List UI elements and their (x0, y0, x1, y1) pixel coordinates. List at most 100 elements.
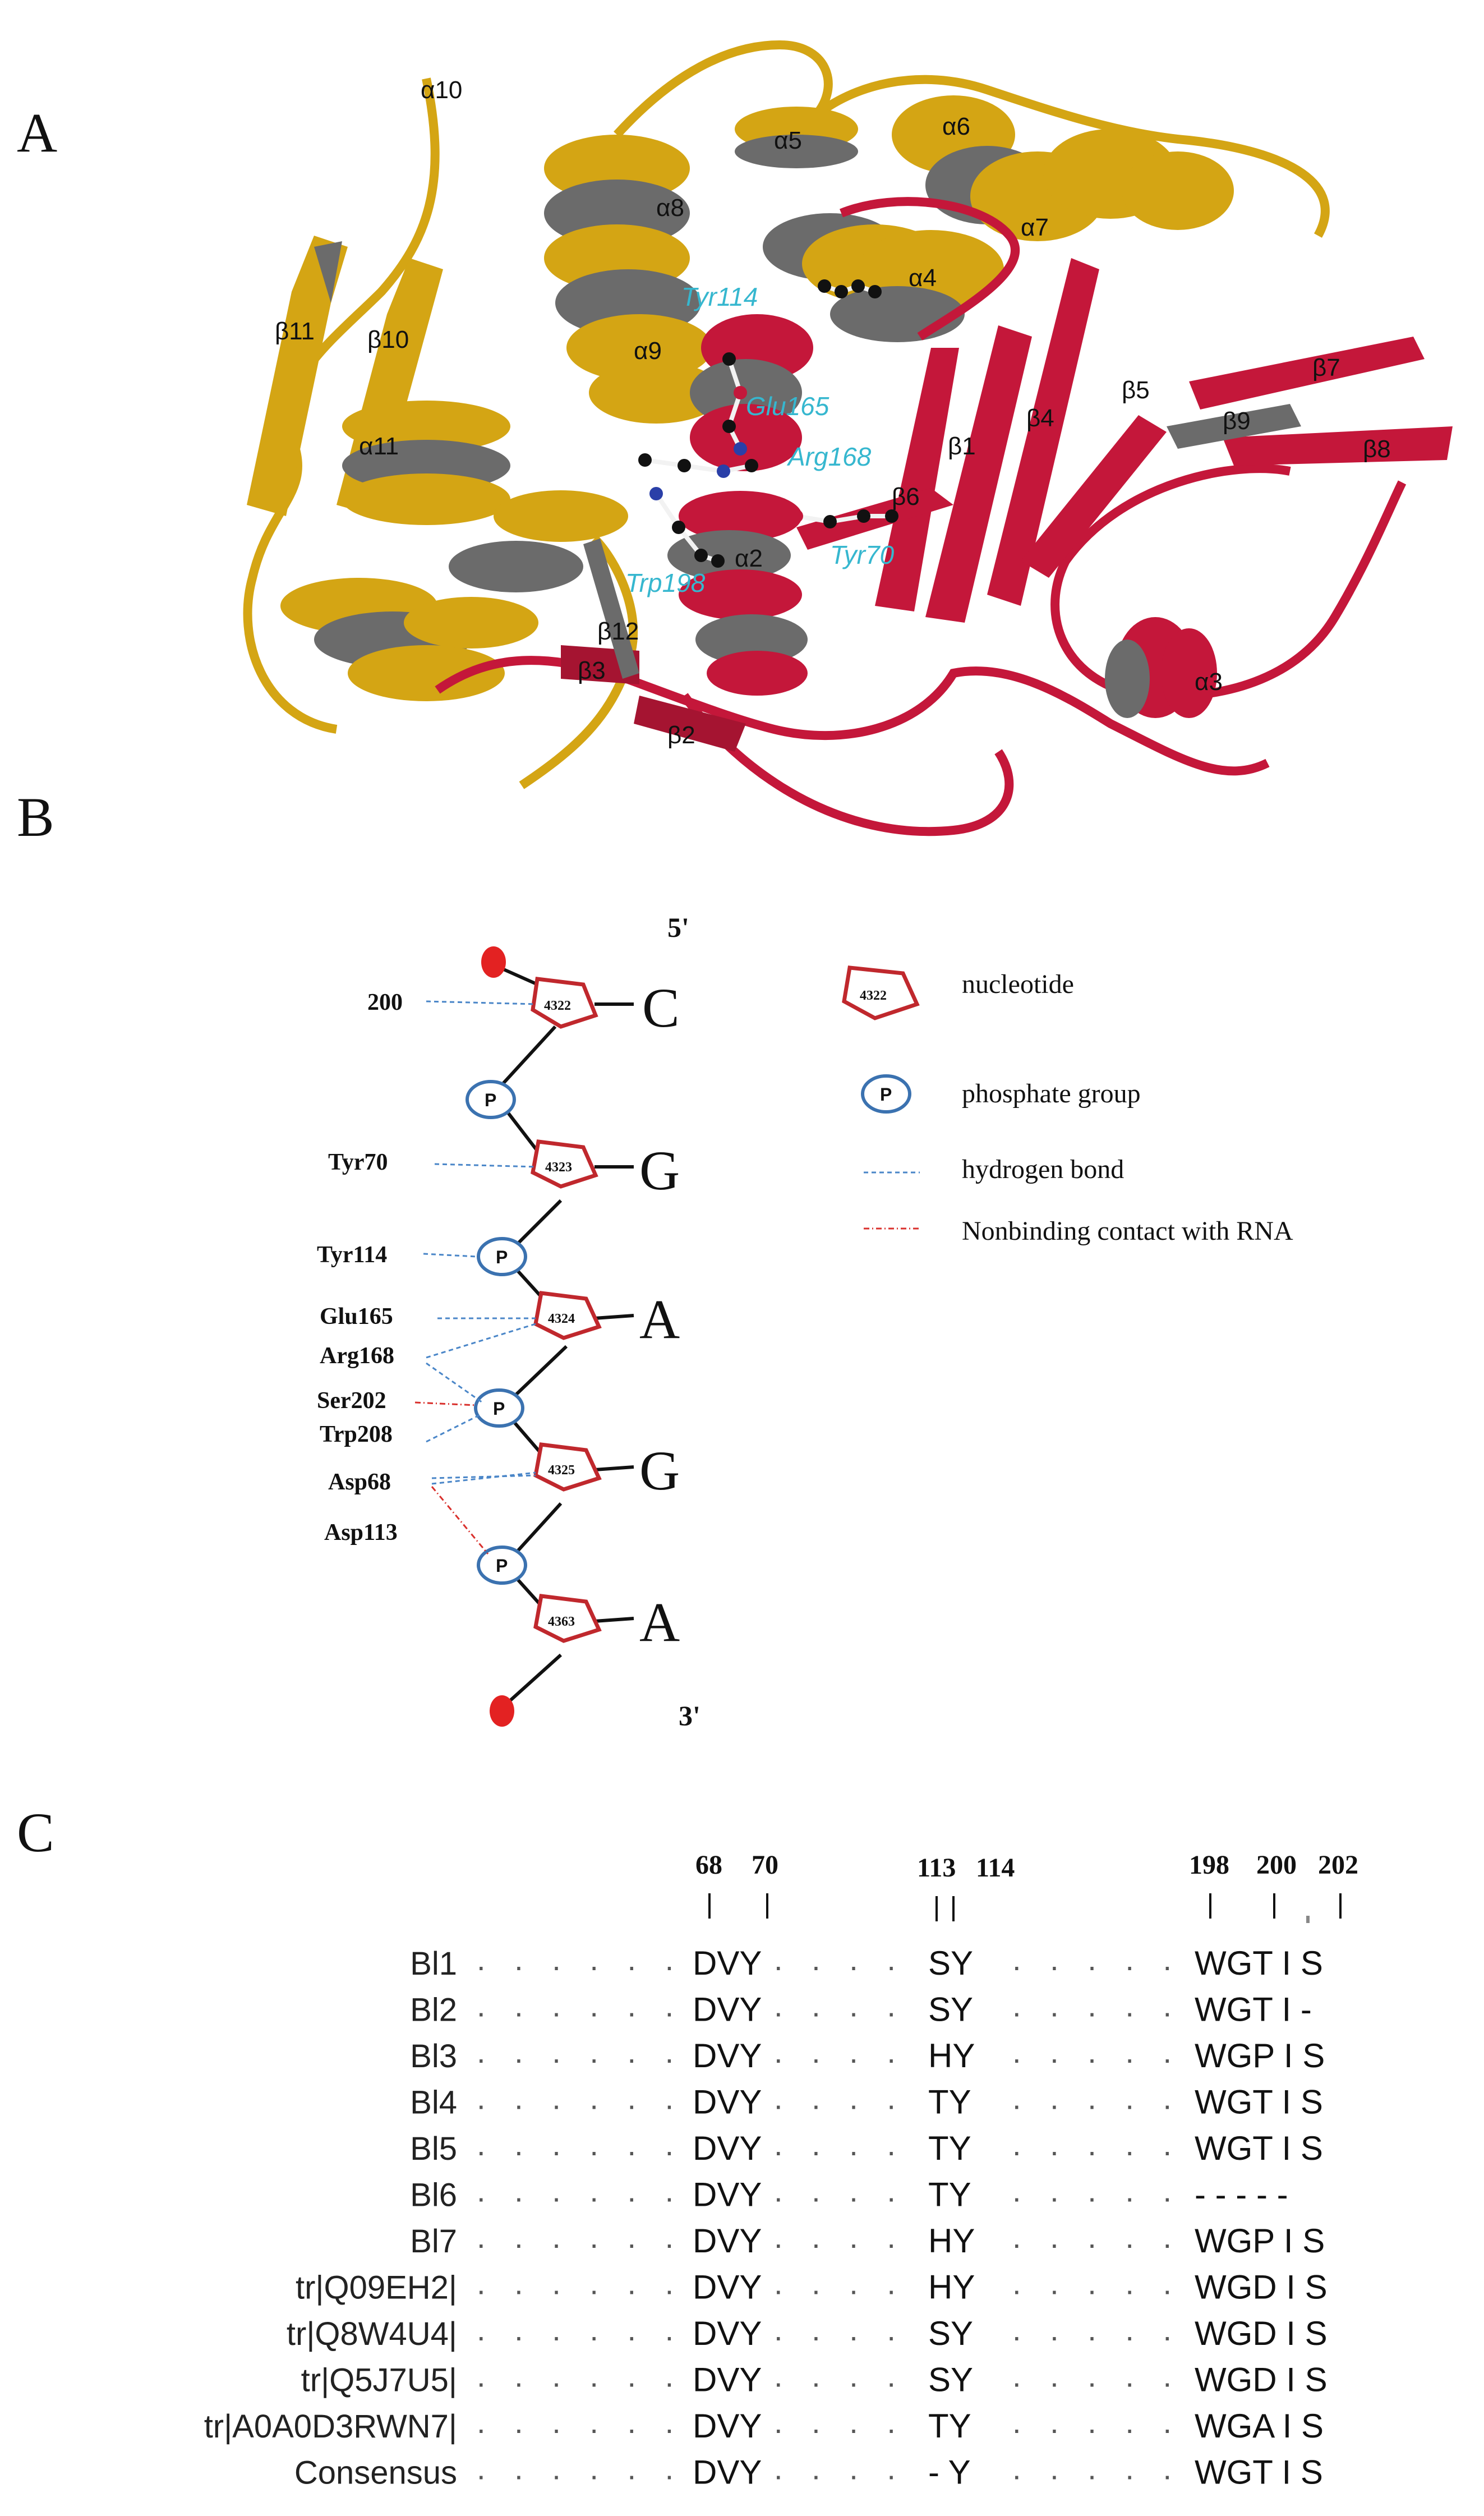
helix-lower-left (280, 490, 628, 701)
helix-alpha5 (735, 107, 858, 168)
three-prime-end-marker (490, 1695, 514, 1727)
gap-dots: . . . . (774, 2451, 906, 2486)
residue-label-arg168: Arg168 (786, 442, 872, 471)
gap-dots: . . . . . . (477, 1988, 684, 2023)
sequence-name: Bl6 (410, 2177, 457, 2214)
residues-113-114: SY (928, 2361, 973, 2399)
legend-nucleotide-text: nucleotide (962, 969, 1074, 999)
legend-phosphate-text: phosphate group (962, 1079, 1141, 1108)
residue-tyr70: Tyr70 (328, 1149, 388, 1175)
gap-dots: . . . . . (1012, 2358, 1182, 2394)
nucleotide-4363: 4363 (533, 1594, 602, 1643)
residues-68-70: DVY (693, 1944, 762, 1982)
strand-beta9 (1167, 404, 1301, 449)
gap-dots: . . . . . (1012, 1988, 1182, 2023)
residue-label-glu165: Glu165 (746, 392, 829, 421)
residues-198-202: WGT I S (1195, 2083, 1323, 2121)
legend: 4322 nucleotide P phosphate group hydrog… (842, 965, 1293, 1246)
gap-dots: . . . . (774, 2034, 906, 2069)
residues-198-202: WGT I S (1195, 2454, 1323, 2491)
svg-text:P: P (496, 1556, 508, 1576)
phosphate-4: P (477, 1546, 527, 1585)
sequence-name: tr|Q8W4U4| (287, 2316, 457, 2352)
label-beta12: β12 (597, 618, 639, 645)
gap-dots: . . . . . . (477, 2173, 684, 2209)
svg-text:4323: 4323 (545, 1160, 572, 1175)
residues-198-202: WGT I S (1195, 1944, 1323, 1982)
helix-alpha6-alpha7 (892, 95, 1234, 241)
gap-dots: . . . . (774, 2173, 906, 2209)
residues-113-114: SY (928, 1991, 973, 2029)
sequence-name: tr|Q09EH2| (296, 2270, 457, 2306)
gap-dots: . . . . . (1012, 2312, 1182, 2347)
position-68: 68 (695, 1850, 722, 1880)
residues-113-114: SY (928, 2315, 973, 2352)
residues-198-202: WGT I S (1195, 2129, 1323, 2167)
residues-198-202: WGP I S (1195, 2222, 1325, 2260)
sequence-name: Bl2 (410, 1992, 457, 2029)
svg-text:4363: 4363 (548, 1615, 575, 1629)
svg-text:P: P (485, 1090, 496, 1110)
label-alpha2: α2 (735, 545, 763, 572)
residues-113-114: - Y (928, 2454, 971, 2491)
gap-dots: . . . . (774, 2358, 906, 2394)
gap-dots: . . . . . (1012, 2219, 1182, 2255)
residues-198-202: WGD I S (1195, 2269, 1328, 2306)
base-g-2: G (639, 1439, 680, 1502)
sequence-name: Bl7 (410, 2223, 457, 2260)
strand-beta10-back (314, 241, 342, 303)
position-202: 202 (1318, 1850, 1358, 1880)
label-beta7: β7 (1312, 354, 1340, 381)
residues-113-114: TY (928, 2083, 971, 2121)
gap-dots: . . . . (774, 2219, 906, 2255)
strand-beta8 (1223, 426, 1453, 466)
gap-dots: . . . . . (1012, 2034, 1182, 2069)
residues-68-70: DVY (693, 2083, 762, 2121)
position-ticks (708, 1893, 1342, 1923)
label-beta2: β2 (667, 721, 695, 749)
label-beta9: β9 (1223, 407, 1251, 435)
gap-dots: . . . . . (1012, 2127, 1182, 2162)
gap-dots: . . . . (774, 2404, 906, 2440)
residue-arg168: Arg168 (320, 1343, 394, 1369)
label-beta4: β4 (1026, 404, 1054, 432)
residues-113-114: HY (928, 2269, 975, 2306)
base-a-2: A (639, 1591, 680, 1653)
phosphate-3: P (474, 1388, 524, 1428)
label-beta10: β10 (367, 326, 409, 353)
residue-trp208: Trp208 (320, 1422, 393, 1447)
hydrogen-bonds (423, 1000, 536, 1485)
residues-113-114: HY (928, 2037, 975, 2075)
position-70: 70 (752, 1850, 778, 1880)
residue-label-tyr114: Tyr114 (681, 282, 758, 311)
base-g-1: G (639, 1139, 680, 1202)
alignment-row: tr|Q09EH2|. . . . . .. . . .. . . . .DVY… (296, 2266, 1328, 2306)
label-alpha9: α9 (634, 337, 662, 365)
gap-dots: . . . . . . (477, 2266, 684, 2301)
label-beta1: β1 (948, 433, 976, 460)
gap-dots: . . . . . (1012, 2173, 1182, 2209)
residue-ser202: Ser202 (317, 1388, 386, 1414)
strand-beta5 (1021, 415, 1167, 578)
gap-dots: . . . . . (1012, 2266, 1182, 2301)
five-prime-label: 5' (667, 912, 689, 943)
gap-dots: . . . . (774, 2081, 906, 2116)
residues-113-114: TY (928, 2176, 971, 2214)
residues-68-70: DVY (693, 2037, 762, 2075)
position-198: 198 (1189, 1850, 1229, 1880)
nucleotide-4324: 4324 (533, 1291, 602, 1340)
red-coil-top (840, 197, 1020, 341)
residue-200: 200 (367, 990, 403, 1015)
residues-198-202: - - - - - (1195, 2176, 1288, 2214)
svg-text:4325: 4325 (548, 1463, 575, 1478)
legend-hbond-text: hydrogen bond (962, 1154, 1124, 1184)
residues-113-114: SY (928, 1944, 973, 1982)
alignment-row: tr|A0A0D3RWN7|. . . . . .. . . .. . . . … (204, 2404, 1324, 2445)
svg-text:4322: 4322 (544, 999, 571, 1013)
legend-phosphate-symbol: P (861, 1074, 911, 1114)
label-alpha3: α3 (1195, 668, 1223, 696)
strand-beta6 (796, 488, 953, 550)
svg-text:4324: 4324 (548, 1312, 575, 1326)
